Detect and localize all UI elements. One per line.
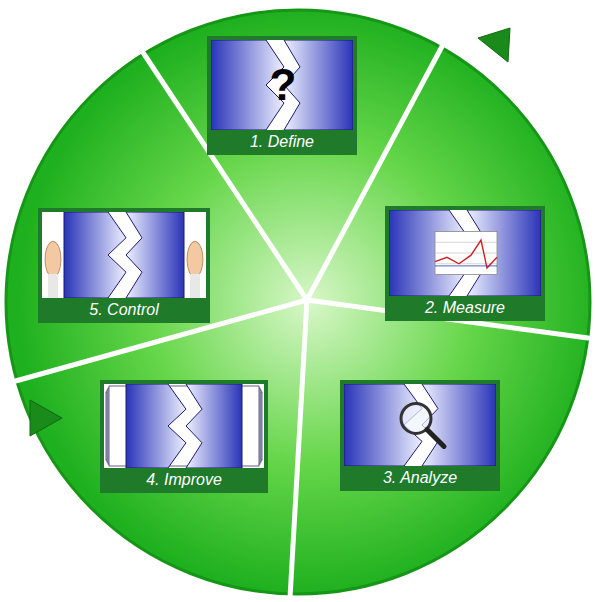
phase-box: 3. Analyze bbox=[340, 380, 500, 491]
phase-label: 3. Analyze bbox=[344, 466, 496, 491]
phase-box: 2. Measure bbox=[385, 206, 545, 321]
phase-label: 2. Measure bbox=[389, 296, 541, 321]
phase-box: 4. Improve bbox=[100, 380, 268, 493]
phase-icon bbox=[42, 212, 206, 298]
phase-label: 1. Define bbox=[211, 130, 353, 155]
phase-box: 5. Control bbox=[38, 208, 210, 323]
phase-icon bbox=[389, 210, 541, 296]
question-mark: ? bbox=[270, 63, 297, 107]
phase-icon bbox=[344, 384, 496, 466]
phase-label: 4. Improve bbox=[104, 468, 264, 493]
phase-icon bbox=[104, 384, 264, 468]
phase-label: 5. Control bbox=[42, 298, 206, 323]
